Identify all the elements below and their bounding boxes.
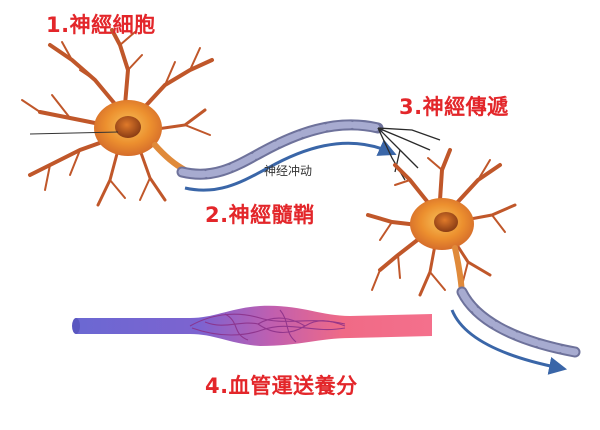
neuron-2-dendrites <box>366 148 517 297</box>
neuron-1-axon-hillock <box>152 142 188 173</box>
myelin-sheath-2 <box>456 286 581 358</box>
neuron-2-axon-hillock <box>452 245 465 295</box>
impulse-annotation: 神经冲动 <box>264 164 313 178</box>
neuron-1-nucleus <box>115 116 141 138</box>
impulse-arrow-2 <box>450 309 568 375</box>
neuron-1-pointer-line <box>29 131 119 135</box>
transmission-label: 3.神經傳遞 <box>399 95 509 119</box>
neuron-2-nucleus <box>434 212 458 232</box>
blood-vessel-label: 4.血管運送養分 <box>205 374 358 398</box>
neuron-1 <box>21 28 214 207</box>
impulse-arrow-1 <box>184 139 397 192</box>
neuron-1-dendrites <box>21 28 214 207</box>
neuron-label: 1.神經細胞 <box>46 13 156 37</box>
myelin-sheath <box>176 119 384 180</box>
neuron-2 <box>366 148 517 297</box>
axon-terminals <box>377 127 441 181</box>
myelin-label: 2.神經髓鞘 <box>205 203 315 227</box>
capillary-network <box>189 309 346 343</box>
blood-vessel <box>72 305 432 346</box>
